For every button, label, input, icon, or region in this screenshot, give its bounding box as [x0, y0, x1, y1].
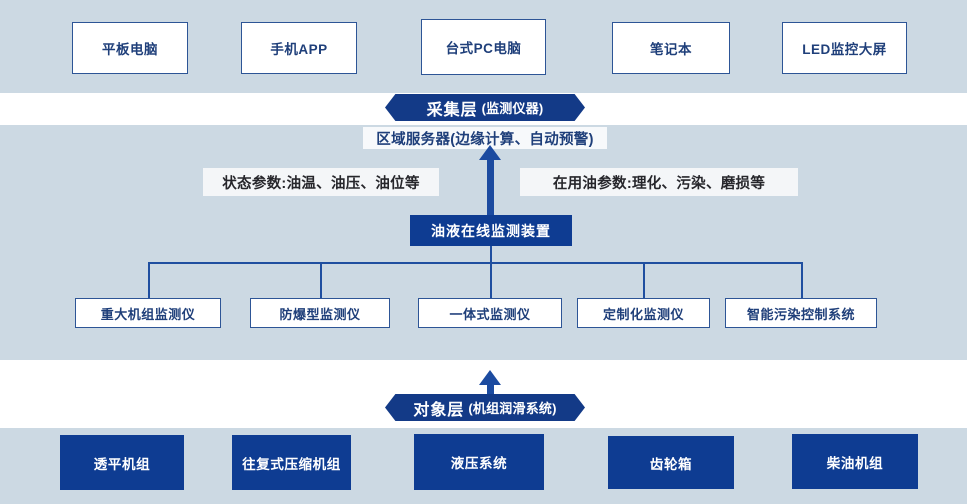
- app-item-label: 笔记本: [650, 42, 692, 57]
- app-item-laptop[interactable]: 笔记本: [612, 22, 730, 74]
- tree-trunk: [490, 246, 493, 263]
- param-chip-status: 状态参数:油温、油压、油位等: [203, 168, 439, 196]
- collection-layer-banner: 采集层(监测仪器): [385, 94, 585, 121]
- object-item-label: 透平机组: [93, 456, 151, 472]
- device-item-integrated-monitor[interactable]: 一体式监测仪: [418, 298, 562, 328]
- app-item-desktop-pc[interactable]: 台式PC电脑: [421, 19, 546, 75]
- online-oil-monitoring-device-box[interactable]: 油液在线监测装置: [410, 215, 572, 246]
- device-item-label: 智能污染控制系统: [746, 306, 855, 322]
- object-item-label: 齿轮箱: [649, 456, 693, 472]
- object-item-turbine-unit[interactable]: 透平机组: [60, 435, 184, 490]
- tree-drop-4: [643, 262, 645, 299]
- object-banner-sub: (机组润滑系统): [468, 401, 557, 416]
- param-chip-label: 在用油参数:理化、污染、磨损等: [552, 175, 766, 192]
- object-item-diesel-unit[interactable]: 柴油机组: [792, 434, 918, 489]
- device-item-label: 定制化监测仪: [602, 306, 684, 322]
- device-box-label: 油液在线监测装置: [431, 222, 551, 239]
- tree-drop-3: [490, 262, 492, 299]
- device-item-label: 防爆型监测仪: [279, 306, 361, 322]
- object-item-label: 柴油机组: [826, 455, 884, 471]
- object-banner-main: 对象层: [413, 401, 465, 419]
- app-item-label: 台式PC电脑: [445, 41, 522, 56]
- device-item-major-unit-monitor[interactable]: 重大机组监测仪: [75, 298, 221, 328]
- app-item-tablet[interactable]: 平板电脑: [72, 22, 188, 74]
- upward-arrow-head-collection: [479, 145, 501, 160]
- object-item-hydraulic-system[interactable]: 液压系统: [414, 434, 544, 490]
- app-item-label: 手机APP: [270, 42, 328, 57]
- object-item-gearbox[interactable]: 齿轮箱: [608, 436, 734, 489]
- device-item-explosion-proof-monitor[interactable]: 防爆型监测仪: [250, 298, 390, 328]
- object-item-label: 往复式压缩机组: [242, 456, 341, 472]
- tree-drop-2: [320, 262, 322, 299]
- app-item-label: LED监控大屏: [802, 42, 887, 57]
- device-item-label: 一体式监测仪: [449, 306, 531, 322]
- upward-arrow-shaft-collection: [487, 160, 494, 215]
- collection-banner-main: 采集层: [426, 101, 478, 119]
- tree-drop-1: [148, 262, 150, 299]
- tree-drop-5: [801, 262, 803, 299]
- app-item-led-screen[interactable]: LED监控大屏: [782, 22, 907, 74]
- app-item-mobile-app[interactable]: 手机APP: [241, 22, 357, 74]
- device-item-customized-monitor[interactable]: 定制化监测仪: [577, 298, 710, 328]
- app-item-label: 平板电脑: [102, 42, 158, 57]
- regional-server-label: 区域服务器(边缘计算、自动预警): [363, 127, 607, 149]
- tree-bus: [148, 262, 802, 264]
- object-item-reciprocating-compressor[interactable]: 往复式压缩机组: [232, 435, 351, 490]
- param-chip-label: 状态参数:油温、油压、油位等: [222, 175, 420, 192]
- collection-banner-sub: (监测仪器): [481, 101, 544, 116]
- device-item-label: 重大机组监测仪: [100, 306, 196, 322]
- device-item-smart-contamination-control[interactable]: 智能污染控制系统: [725, 298, 877, 328]
- object-layer-banner: 对象层(机组润滑系统): [385, 394, 585, 421]
- param-chip-oil-in-use: 在用油参数:理化、污染、磨损等: [520, 168, 798, 196]
- object-item-label: 液压系统: [450, 456, 508, 471]
- upward-arrow-head-object: [479, 370, 501, 385]
- regional-server-text: 区域服务器(边缘计算、自动预警): [376, 131, 594, 148]
